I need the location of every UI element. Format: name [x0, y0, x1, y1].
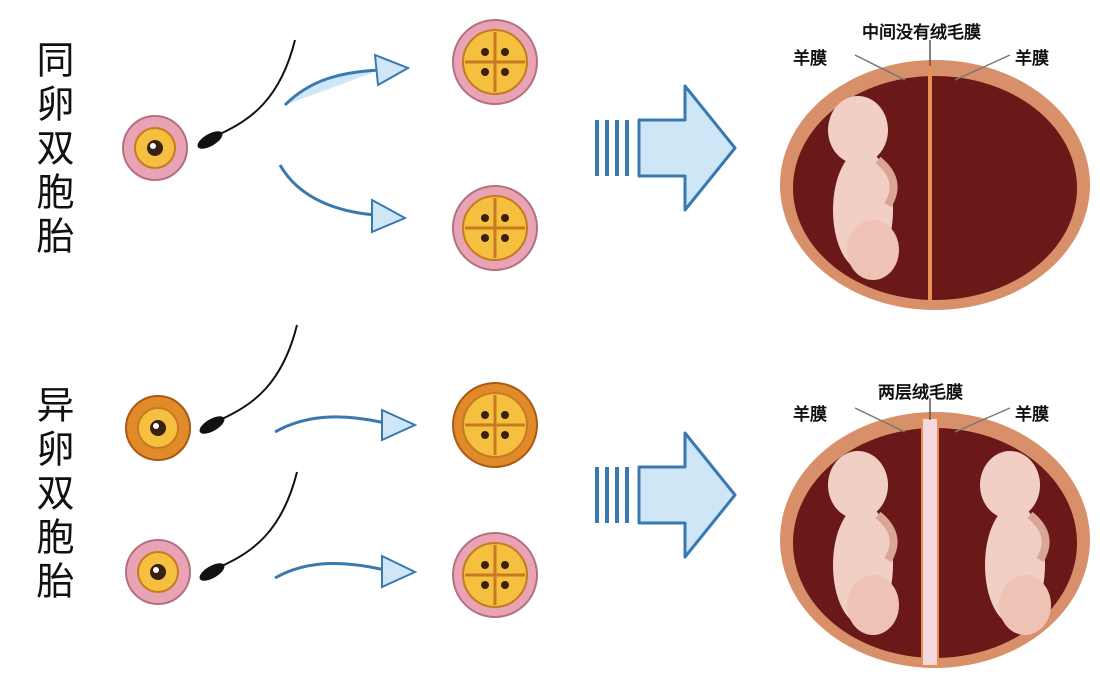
two-chorion-label: 两层绒毛膜: [878, 383, 963, 403]
split-arrow-icon: [278, 164, 376, 217]
embryo-cell-ball: [453, 186, 537, 270]
amnion-label-left: 羊膜: [793, 49, 827, 69]
split-arrow-icon: [283, 68, 381, 107]
egg-cell: [122, 115, 188, 181]
big-right-arrow-icon: [593, 431, 737, 559]
embryo-cell-ball: [453, 20, 537, 104]
amnion-label-right: 羊膜: [1015, 405, 1049, 425]
amnion-label-right: 羊膜: [1015, 49, 1049, 69]
arrow-icon: [274, 415, 386, 434]
embryo-cell-ball: [453, 533, 537, 617]
uterus-fraternal: [780, 398, 1090, 668]
sperm-icon: [193, 39, 296, 154]
sperm-icon: [195, 471, 298, 586]
fraternal-twins-title: 异卵双胞胎: [30, 385, 74, 605]
egg-cell: [125, 539, 191, 605]
embryo-cell-ball: [453, 383, 537, 467]
no-chorion-label: 中间没有绒毛膜: [862, 23, 981, 43]
identical-twins-title: 同卵双胞胎: [30, 40, 74, 260]
arrow-icon: [274, 561, 386, 580]
amnion-label-left: 羊膜: [793, 405, 827, 425]
uterus-identical: [780, 40, 1090, 310]
sperm-icon: [195, 324, 298, 439]
egg-cell: [125, 395, 191, 461]
big-right-arrow-icon: [593, 84, 737, 212]
